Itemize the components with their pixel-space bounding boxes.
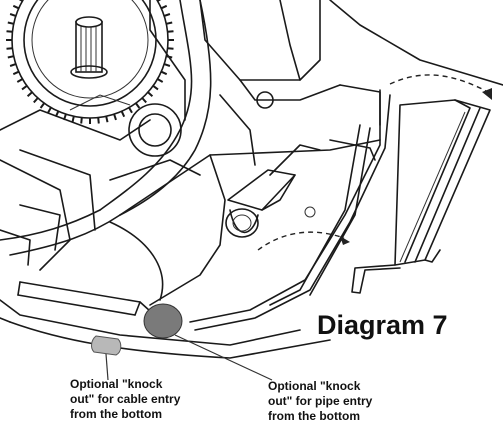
caption-line: Optional "knock <box>70 377 163 391</box>
gear-tooth <box>12 70 20 76</box>
gear-tooth <box>33 97 39 104</box>
gear-tooth <box>141 97 147 104</box>
gear-tooth <box>9 13 17 17</box>
gear-tooth <box>9 63 17 67</box>
callout-leaders <box>105 334 273 381</box>
caption-line: Optional "knock <box>268 379 361 393</box>
diagram-title: Diagram 7 <box>317 310 448 340</box>
gear-tooth <box>6 30 13 33</box>
gear-tooth <box>113 113 117 121</box>
gear-tooth <box>160 4 168 10</box>
gear-tooth <box>71 116 75 123</box>
gear-tooth <box>97 117 100 124</box>
gear-tooth <box>167 47 174 50</box>
gear-tooth <box>105 116 109 123</box>
caption-line: from the bottom <box>268 409 360 423</box>
gear-tooth <box>80 117 83 124</box>
mechanism-housing <box>0 94 201 271</box>
gear-tooth <box>163 13 171 17</box>
gear-tooth <box>7 55 14 59</box>
gear-tooth <box>47 107 52 114</box>
pipe-knockout-caption: Optional "knock out" for pipe entry from… <box>268 379 372 424</box>
side-wall <box>269 124 371 306</box>
gear-tooth <box>163 63 171 67</box>
cable-channel <box>0 0 212 256</box>
gear-tooth <box>166 21 173 25</box>
gear-shaft <box>70 16 108 79</box>
cable-knockout-caption: Optional "knock out" for cable entry fro… <box>70 377 180 422</box>
gear-tooth <box>26 91 33 97</box>
gear-tooth <box>160 70 168 76</box>
gear-tooth <box>16 78 23 83</box>
caption-line: out" for cable entry <box>70 392 181 406</box>
gear-tooth <box>134 102 141 109</box>
gear-tooth <box>167 30 174 33</box>
gear-tooth <box>128 107 133 114</box>
gear-tooth <box>157 0 162 2</box>
pipe-holder <box>225 144 321 238</box>
pipe-knockout <box>143 303 183 339</box>
cable-knockout <box>91 335 122 356</box>
gear-tooth <box>152 84 159 91</box>
sliding-cover <box>351 99 491 294</box>
gear-tooth <box>18 0 23 2</box>
slide-arrows <box>257 74 492 251</box>
base-tray <box>17 89 391 331</box>
gear-tooth <box>120 110 126 118</box>
gear-tooth <box>147 91 154 97</box>
caption-line: from the bottom <box>70 407 162 421</box>
housing-wall <box>149 0 503 166</box>
gear-tooth <box>21 84 28 91</box>
gear-tooth <box>12 4 20 10</box>
gear-tooth <box>7 21 14 25</box>
gear-tooth <box>39 102 46 109</box>
caption-line: out" for pipe entry <box>268 394 373 408</box>
gear-tooth <box>157 78 164 83</box>
gear-tooth <box>6 47 13 50</box>
